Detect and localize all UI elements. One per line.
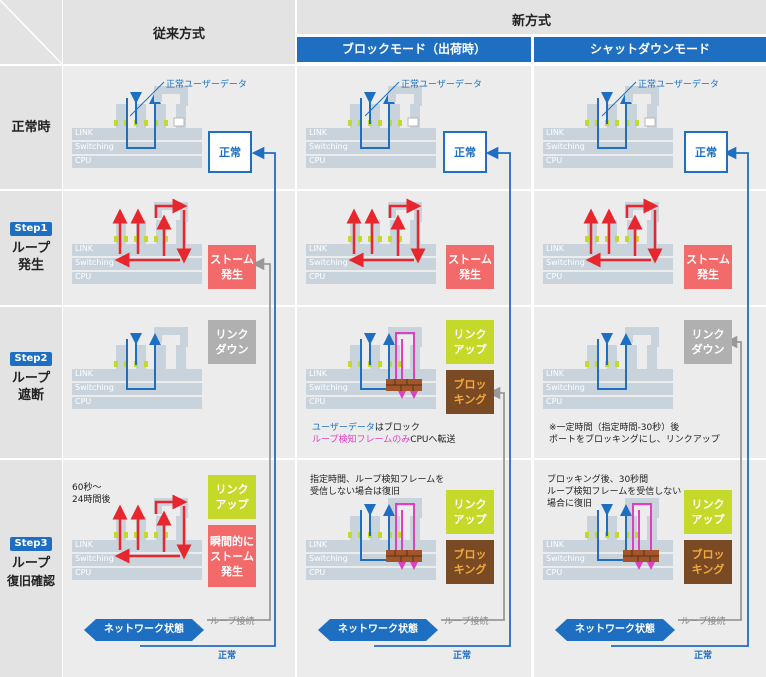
layer-cpu: CPU (309, 272, 326, 281)
row-label-step3-l1: ループ (11, 556, 51, 571)
network-state-label: ネットワーク状態 (575, 624, 655, 635)
layer-switching: Switching (546, 258, 585, 267)
normal-return-label: 正常 (218, 651, 237, 661)
status-blocking: ブロッキング (684, 540, 732, 584)
layer-cpu: CPU (75, 156, 92, 165)
layer-switching: Switching (75, 554, 114, 563)
step1-badge: Step1 (10, 222, 52, 236)
layer-switching: Switching (309, 554, 348, 563)
layer-switching: Switching (309, 258, 348, 267)
layer-switching: Switching (75, 258, 114, 267)
layer-cpu: CPU (75, 272, 92, 281)
status-blocking: ブロッキング (446, 370, 494, 414)
layer-cpu: CPU (75, 397, 92, 406)
status-link-up: リンクアップ (446, 320, 494, 364)
layer-cpu: CPU (309, 397, 326, 406)
note-block-step3: 指定時間、ループ検知フレームを 受信しない場合は復旧 (310, 475, 445, 497)
status-storm: ストーム発生 (446, 245, 494, 289)
subheader-shutdown-mode: シャットダウンモード (534, 37, 766, 62)
header-new-bg (297, 0, 766, 34)
layer-cpu: CPU (546, 156, 563, 165)
layer-switching: Switching (546, 383, 585, 392)
row-label-normal: 正常時 (11, 120, 51, 135)
layer-switching: Switching (309, 142, 348, 151)
row-label-step1-bg (0, 191, 62, 305)
status-instant-storm: 瞬間的にストーム発生 (208, 525, 256, 587)
step2-badge: Step2 (10, 352, 52, 366)
header-new: 新方式 (511, 14, 551, 29)
network-state-shape-block (318, 619, 438, 641)
row-label-step1-l2: 発生 (17, 258, 44, 273)
status-link-up: リンクアップ (446, 490, 494, 534)
layer-cpu: CPU (546, 397, 563, 406)
note-conv-step3: 60秒～ 24時間後 (72, 483, 111, 505)
layer-link: LINK (309, 369, 328, 378)
layer-link: LINK (546, 128, 565, 137)
layer-switching: Switching (546, 142, 585, 151)
row-label-step3-l2: 復旧確認 (6, 574, 55, 588)
layer-cpu: CPU (546, 272, 563, 281)
annotation-normal-data: 正常ユーザーデータ (166, 80, 247, 90)
step3-badge: Step3 (10, 537, 52, 551)
loop-connect-label: ループ接続 (681, 617, 726, 627)
corner-diagonal (0, 0, 63, 65)
row-label-step2-l1: ループ (11, 371, 51, 386)
status-link-up: リンクアップ (684, 490, 732, 534)
layer-cpu: CPU (75, 568, 92, 577)
status-normal: 正常 (208, 131, 252, 173)
note-shutdown-step3: ブロッキング後、30秒間 ループ検知フレームを受信しない 場合に復旧 (547, 475, 682, 509)
note-user-data: ユーザーデータ (312, 423, 375, 433)
annotation-normal-data: 正常ユーザーデータ (401, 80, 482, 90)
layer-link: LINK (546, 369, 565, 378)
layer-link: LINK (309, 244, 328, 253)
corner-cell (0, 0, 63, 65)
header-conventional: 従来方式 (152, 27, 205, 42)
row-label-normal-bg (0, 66, 62, 189)
status-storm: ストーム発生 (208, 245, 256, 289)
network-state-shape-conv (84, 619, 204, 641)
layer-switching: Switching (75, 142, 114, 151)
header-conventional-bg (63, 0, 295, 64)
status-storm: ストーム発生 (684, 245, 732, 289)
layer-link: LINK (75, 369, 94, 378)
network-state-label: ネットワーク状態 (338, 624, 418, 635)
status-link-down: リンクダウン (208, 320, 256, 364)
row-label-step1-l1: ループ (11, 241, 51, 256)
note-loop-frame: ループ検知フレームのみ (312, 435, 411, 445)
status-normal: 正常 (443, 131, 487, 173)
network-state-shape-shut (555, 619, 675, 641)
status-normal: 正常 (684, 131, 728, 173)
layer-link: LINK (309, 540, 328, 549)
normal-return-label: 正常 (694, 651, 713, 661)
annotation-normal-data: 正常ユーザーデータ (638, 80, 719, 90)
note-block-step2: ユーザーデータはブロック ループ検知フレームのみCPUへ転送 (312, 423, 456, 445)
layer-switching: Switching (309, 383, 348, 392)
status-link-down: リンクダウン (684, 320, 732, 364)
row-label-step2-bg (0, 307, 62, 458)
loop-connect-label: ループ接続 (444, 617, 489, 627)
note-shutdown-step2: ※一定時間（指定時間-30秒）後 ポートをブロッキングにし、リンクアップ (549, 423, 720, 445)
layer-link: LINK (546, 244, 565, 253)
loop-connect-label: ループ接続 (210, 617, 255, 627)
layer-cpu: CPU (309, 156, 326, 165)
layer-switching: Switching (75, 383, 114, 392)
layer-link: LINK (75, 244, 94, 253)
layer-switching: Switching (546, 554, 585, 563)
layer-link: LINK (75, 128, 94, 137)
layer-link: LINK (75, 540, 94, 549)
network-state-label: ネットワーク状態 (104, 624, 184, 635)
row-label-step2-l2: 遮断 (17, 388, 44, 403)
layer-cpu: CPU (309, 568, 326, 577)
layer-link: LINK (546, 540, 565, 549)
status-link-up: リンクアップ (208, 475, 256, 519)
subheader-block-mode: ブロックモード（出荷時） (297, 37, 531, 62)
status-blocking: ブロッキング (446, 540, 494, 584)
row-label-step3-bg (0, 460, 62, 677)
layer-link: LINK (309, 128, 328, 137)
normal-return-label: 正常 (453, 651, 472, 661)
layer-cpu: CPU (546, 568, 563, 577)
